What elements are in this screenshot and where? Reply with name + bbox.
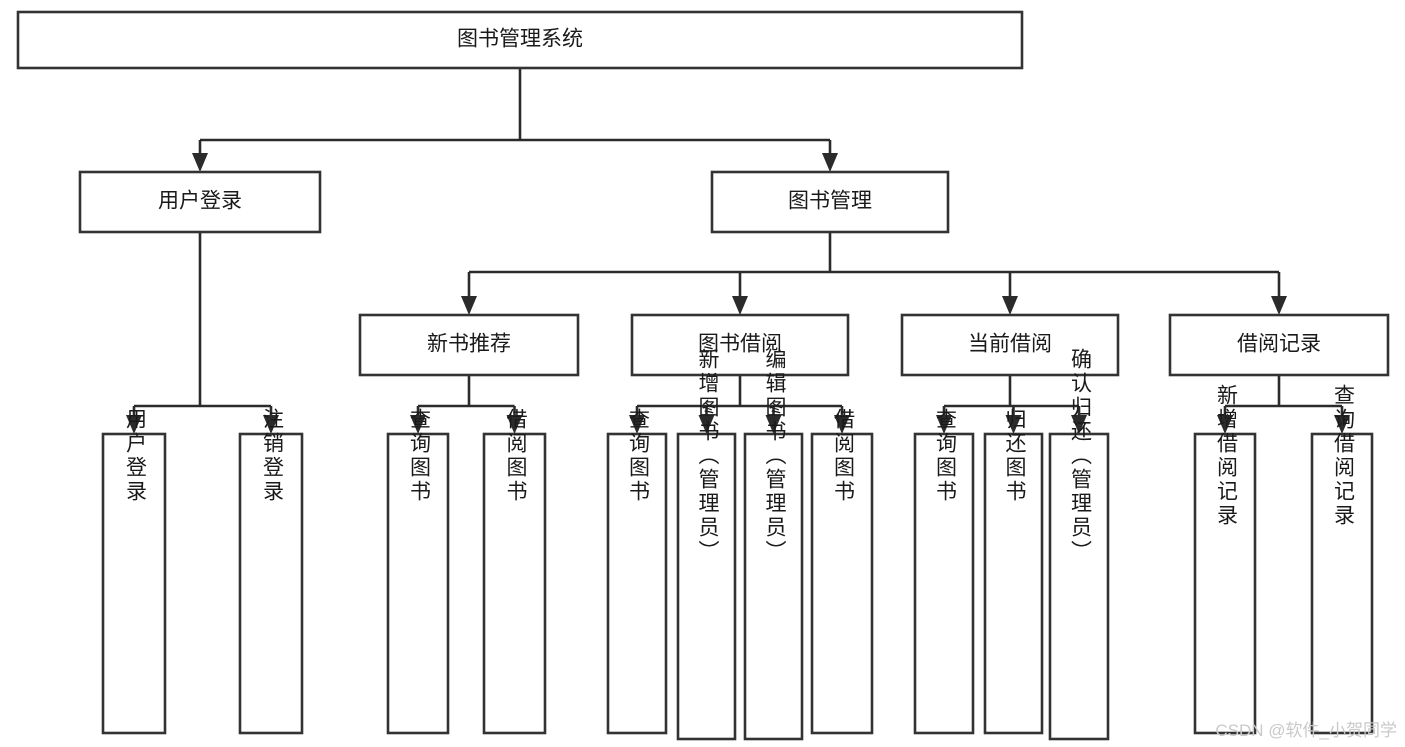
level3-connector-1-arrowhead xyxy=(732,296,748,315)
level2-connector-0-arrowhead xyxy=(192,153,208,172)
node-leaf-leaf-query-book-2-label: 查询图书 xyxy=(626,408,650,504)
new-book-rec-leaf-connector-0-arrowhead xyxy=(410,415,426,434)
node-level3-new-book-rec-box[interactable] xyxy=(358,313,580,377)
node-leaf-leaf-query-record-box[interactable] xyxy=(1310,432,1374,735)
node-level2-book-manage-label: 图书管理 xyxy=(788,190,872,213)
node-level3-current-borrow[interactable]: 当前借阅 xyxy=(900,313,1120,377)
node-leaf-leaf-user-login-label: 用户登录 xyxy=(123,408,147,504)
node-leaf-leaf-query-book-2[interactable]: 查询图书 xyxy=(606,408,668,735)
node-leaf-leaf-borrow-book-2[interactable]: 借阅图书 xyxy=(810,408,874,735)
node-layer: 图书管理系统用户登录图书管理新书推荐图书借阅当前借阅借阅记录用户登录注销登录查询… xyxy=(16,10,1390,741)
node-level3-new-book-rec[interactable]: 新书推荐 xyxy=(358,313,580,377)
new-book-rec-leaf-connector-1-arrowhead xyxy=(506,415,523,434)
node-leaf-leaf-edit-book-box[interactable] xyxy=(743,432,804,741)
user-login-leaf-connector-1-arrowhead xyxy=(263,415,279,434)
book-borrow-leaf-connector-2-arrowhead xyxy=(765,415,782,434)
node-root-label: 图书管理系统 xyxy=(457,28,583,51)
node-leaf-leaf-add-book[interactable]: 新增图书（管理员） xyxy=(676,348,737,741)
node-level3-current-borrow-box[interactable] xyxy=(900,313,1120,377)
node-leaf-leaf-confirm-return-label: 确认归还（管理员） xyxy=(1068,348,1092,564)
node-leaf-leaf-query-book-3-label: 查询图书 xyxy=(933,408,957,504)
node-level2-user-login-label: 用户登录 xyxy=(158,190,242,213)
node-leaf-leaf-query-book-2-box[interactable] xyxy=(606,432,668,735)
node-leaf-leaf-return-book-label: 归还图书 xyxy=(1003,408,1027,504)
node-level2-user-login[interactable]: 用户登录 xyxy=(78,170,322,234)
node-leaf-leaf-add-book-box[interactable] xyxy=(676,432,737,741)
node-leaf-leaf-add-book-label: 新增图书（管理员） xyxy=(696,348,720,564)
csdn-watermark: CSDN @软件_小贺同学 xyxy=(1215,721,1397,740)
current-borrow-leaf-connector-2-arrowhead xyxy=(1071,415,1087,434)
node-leaf-leaf-query-record-label: 查询借阅记录 xyxy=(1331,384,1355,528)
node-level3-borrow-record-label: 借阅记录 xyxy=(1237,333,1321,356)
user-login-leaf-connector-0-arrowhead xyxy=(126,415,142,434)
node-leaf-leaf-add-record-box[interactable] xyxy=(1193,432,1257,735)
node-leaf-leaf-add-record-label: 新增借阅记录 xyxy=(1214,384,1238,528)
node-leaf-leaf-return-book[interactable]: 归还图书 xyxy=(983,408,1044,735)
current-borrow-leaf-connector-1-arrowhead xyxy=(1005,415,1022,434)
node-leaf-leaf-confirm-return[interactable]: 确认归还（管理员） xyxy=(1048,348,1110,741)
node-leaf-leaf-query-book-3-box[interactable] xyxy=(913,432,975,735)
node-leaf-leaf-user-login[interactable]: 用户登录 xyxy=(101,408,167,735)
node-level3-new-book-rec-label: 新书推荐 xyxy=(427,333,511,356)
book-borrow-leaf-connector-1-arrowhead xyxy=(698,415,715,434)
node-level3-current-borrow-label: 当前借阅 xyxy=(968,333,1052,356)
node-level2-book-manage[interactable]: 图书管理 xyxy=(710,170,950,234)
node-level2-book-manage-box[interactable] xyxy=(710,170,950,234)
node-level2-user-login-box[interactable] xyxy=(78,170,322,234)
book-borrow-leaf-connector-3-arrowhead xyxy=(834,415,850,434)
node-level3-book-borrow[interactable]: 图书借阅 xyxy=(630,313,850,377)
borrow-record-leaf-connector-0-arrowhead xyxy=(1217,415,1233,434)
node-leaf-leaf-add-record[interactable]: 新增借阅记录 xyxy=(1193,384,1257,735)
node-leaf-leaf-query-book-1-label: 查询图书 xyxy=(407,408,431,504)
node-leaf-leaf-confirm-return-box[interactable] xyxy=(1048,432,1110,741)
node-root[interactable]: 图书管理系统 xyxy=(16,10,1024,70)
node-leaf-leaf-edit-book-label: 编辑图书（管理员） xyxy=(763,348,787,564)
node-leaf-leaf-logout[interactable]: 注销登录 xyxy=(238,408,304,735)
level3-connector-3-arrowhead xyxy=(1271,296,1287,315)
connector-layer xyxy=(126,68,1350,434)
node-level3-borrow-record-box[interactable] xyxy=(1168,313,1390,377)
node-leaf-leaf-query-book-3[interactable]: 查询图书 xyxy=(913,408,975,735)
node-leaf-leaf-borrow-book-2-label: 借阅图书 xyxy=(831,408,855,504)
node-leaf-leaf-edit-book[interactable]: 编辑图书（管理员） xyxy=(743,348,804,741)
node-leaf-leaf-query-record[interactable]: 查询借阅记录 xyxy=(1310,384,1374,735)
node-level3-book-borrow-box[interactable] xyxy=(630,313,850,377)
node-leaf-leaf-user-login-box[interactable] xyxy=(101,432,167,735)
node-level3-borrow-record[interactable]: 借阅记录 xyxy=(1168,313,1390,377)
node-leaf-leaf-query-book-1-box[interactable] xyxy=(386,432,450,735)
level3-connector-0-arrowhead xyxy=(461,296,477,315)
level2-connector-1-arrowhead xyxy=(822,153,838,172)
node-leaf-leaf-borrow-book-1[interactable]: 借阅图书 xyxy=(482,408,547,735)
node-leaf-leaf-return-book-box[interactable] xyxy=(983,432,1044,735)
level3-connector-2-arrowhead xyxy=(1002,296,1018,315)
node-leaf-leaf-logout-label: 注销登录 xyxy=(260,408,284,504)
node-root-box[interactable] xyxy=(16,10,1024,70)
node-leaf-leaf-borrow-book-2-box[interactable] xyxy=(810,432,874,735)
node-leaf-leaf-borrow-book-1-box[interactable] xyxy=(482,432,547,735)
node-leaf-leaf-query-book-1[interactable]: 查询图书 xyxy=(386,408,450,735)
current-borrow-leaf-connector-0-arrowhead xyxy=(936,415,952,434)
borrow-record-leaf-connector-1-arrowhead xyxy=(1334,415,1350,434)
node-leaf-leaf-borrow-book-1-label: 借阅图书 xyxy=(504,408,528,504)
node-leaf-leaf-logout-box[interactable] xyxy=(238,432,304,735)
node-level3-book-borrow-label: 图书借阅 xyxy=(698,333,782,356)
book-borrow-leaf-connector-0-arrowhead xyxy=(629,415,645,434)
